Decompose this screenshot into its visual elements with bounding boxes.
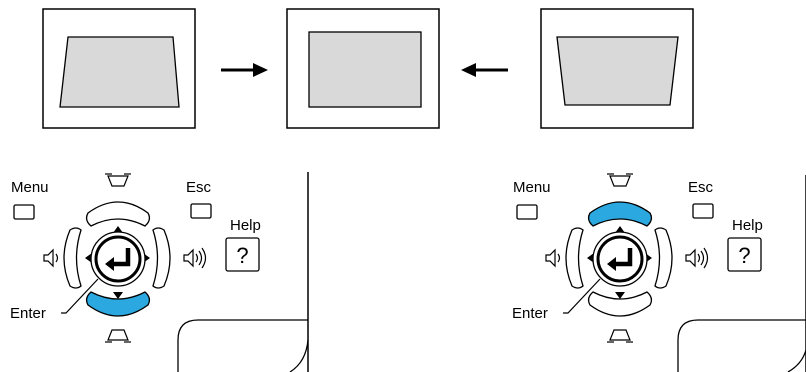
menu-label: Menu (11, 179, 49, 196)
keystone-down-icon (607, 329, 633, 343)
arrow-left-icon (461, 63, 508, 77)
keystone-up-button[interactable] (587, 201, 653, 227)
help-label: Help (732, 217, 763, 234)
volume-down-icon (43, 248, 59, 268)
keystone-up-icon (607, 173, 633, 187)
enter-icon (105, 248, 131, 271)
volume-up-button[interactable] (152, 227, 171, 289)
volume-up-icon (183, 247, 207, 269)
help-button[interactable] (225, 237, 260, 272)
esc-label: Esc (186, 179, 212, 196)
enter-leader-line (563, 278, 601, 314)
keystoned-image-wide-bottom (59, 36, 180, 108)
menu-label: Menu (513, 179, 551, 196)
keystone-down-button[interactable] (587, 291, 653, 317)
control-panel-2: Menu Esc Help ? (512, 173, 806, 372)
up-arrow-icon (113, 226, 123, 233)
frame-corrected (286, 8, 440, 129)
keystone-up-button[interactable] (85, 201, 151, 227)
volume-down-button[interactable] (63, 227, 82, 289)
help-label: Help (230, 217, 261, 234)
volume-up-button[interactable] (654, 227, 673, 289)
keystone-down-button[interactable] (85, 291, 151, 317)
left-arrow-icon (587, 253, 594, 263)
enter-leader-line (61, 278, 99, 314)
enter-icon (607, 248, 633, 271)
up-arrow-icon (615, 226, 625, 233)
esc-button[interactable] (190, 203, 212, 219)
help-glyph: ? (738, 243, 750, 268)
down-arrow-icon (113, 292, 123, 299)
control-panel-1: Menu Esc Help ? (10, 172, 309, 372)
corrected-image (308, 31, 422, 108)
esc-button[interactable] (692, 203, 714, 219)
enter-button[interactable] (592, 231, 648, 287)
volume-down-icon (545, 248, 561, 268)
menu-button[interactable] (13, 204, 35, 220)
keystone-down-icon (105, 329, 131, 343)
frame-keystone-before (42, 8, 196, 129)
volume-down-button[interactable] (565, 227, 584, 289)
enter-label: Enter (10, 305, 46, 322)
volume-up-icon (685, 247, 709, 269)
left-arrow-icon (85, 253, 92, 263)
help-glyph: ? (236, 243, 248, 268)
esc-label: Esc (688, 179, 714, 196)
help-button[interactable] (727, 237, 762, 272)
frame-keystone-after (540, 8, 694, 129)
arrow-right-icon (221, 63, 268, 77)
keystone-up-icon (105, 173, 131, 187)
enter-button[interactable] (90, 231, 146, 287)
keystoned-image-wide-top (556, 36, 679, 106)
down-arrow-icon (615, 292, 625, 299)
menu-button[interactable] (516, 204, 538, 220)
enter-label: Enter (512, 305, 548, 322)
